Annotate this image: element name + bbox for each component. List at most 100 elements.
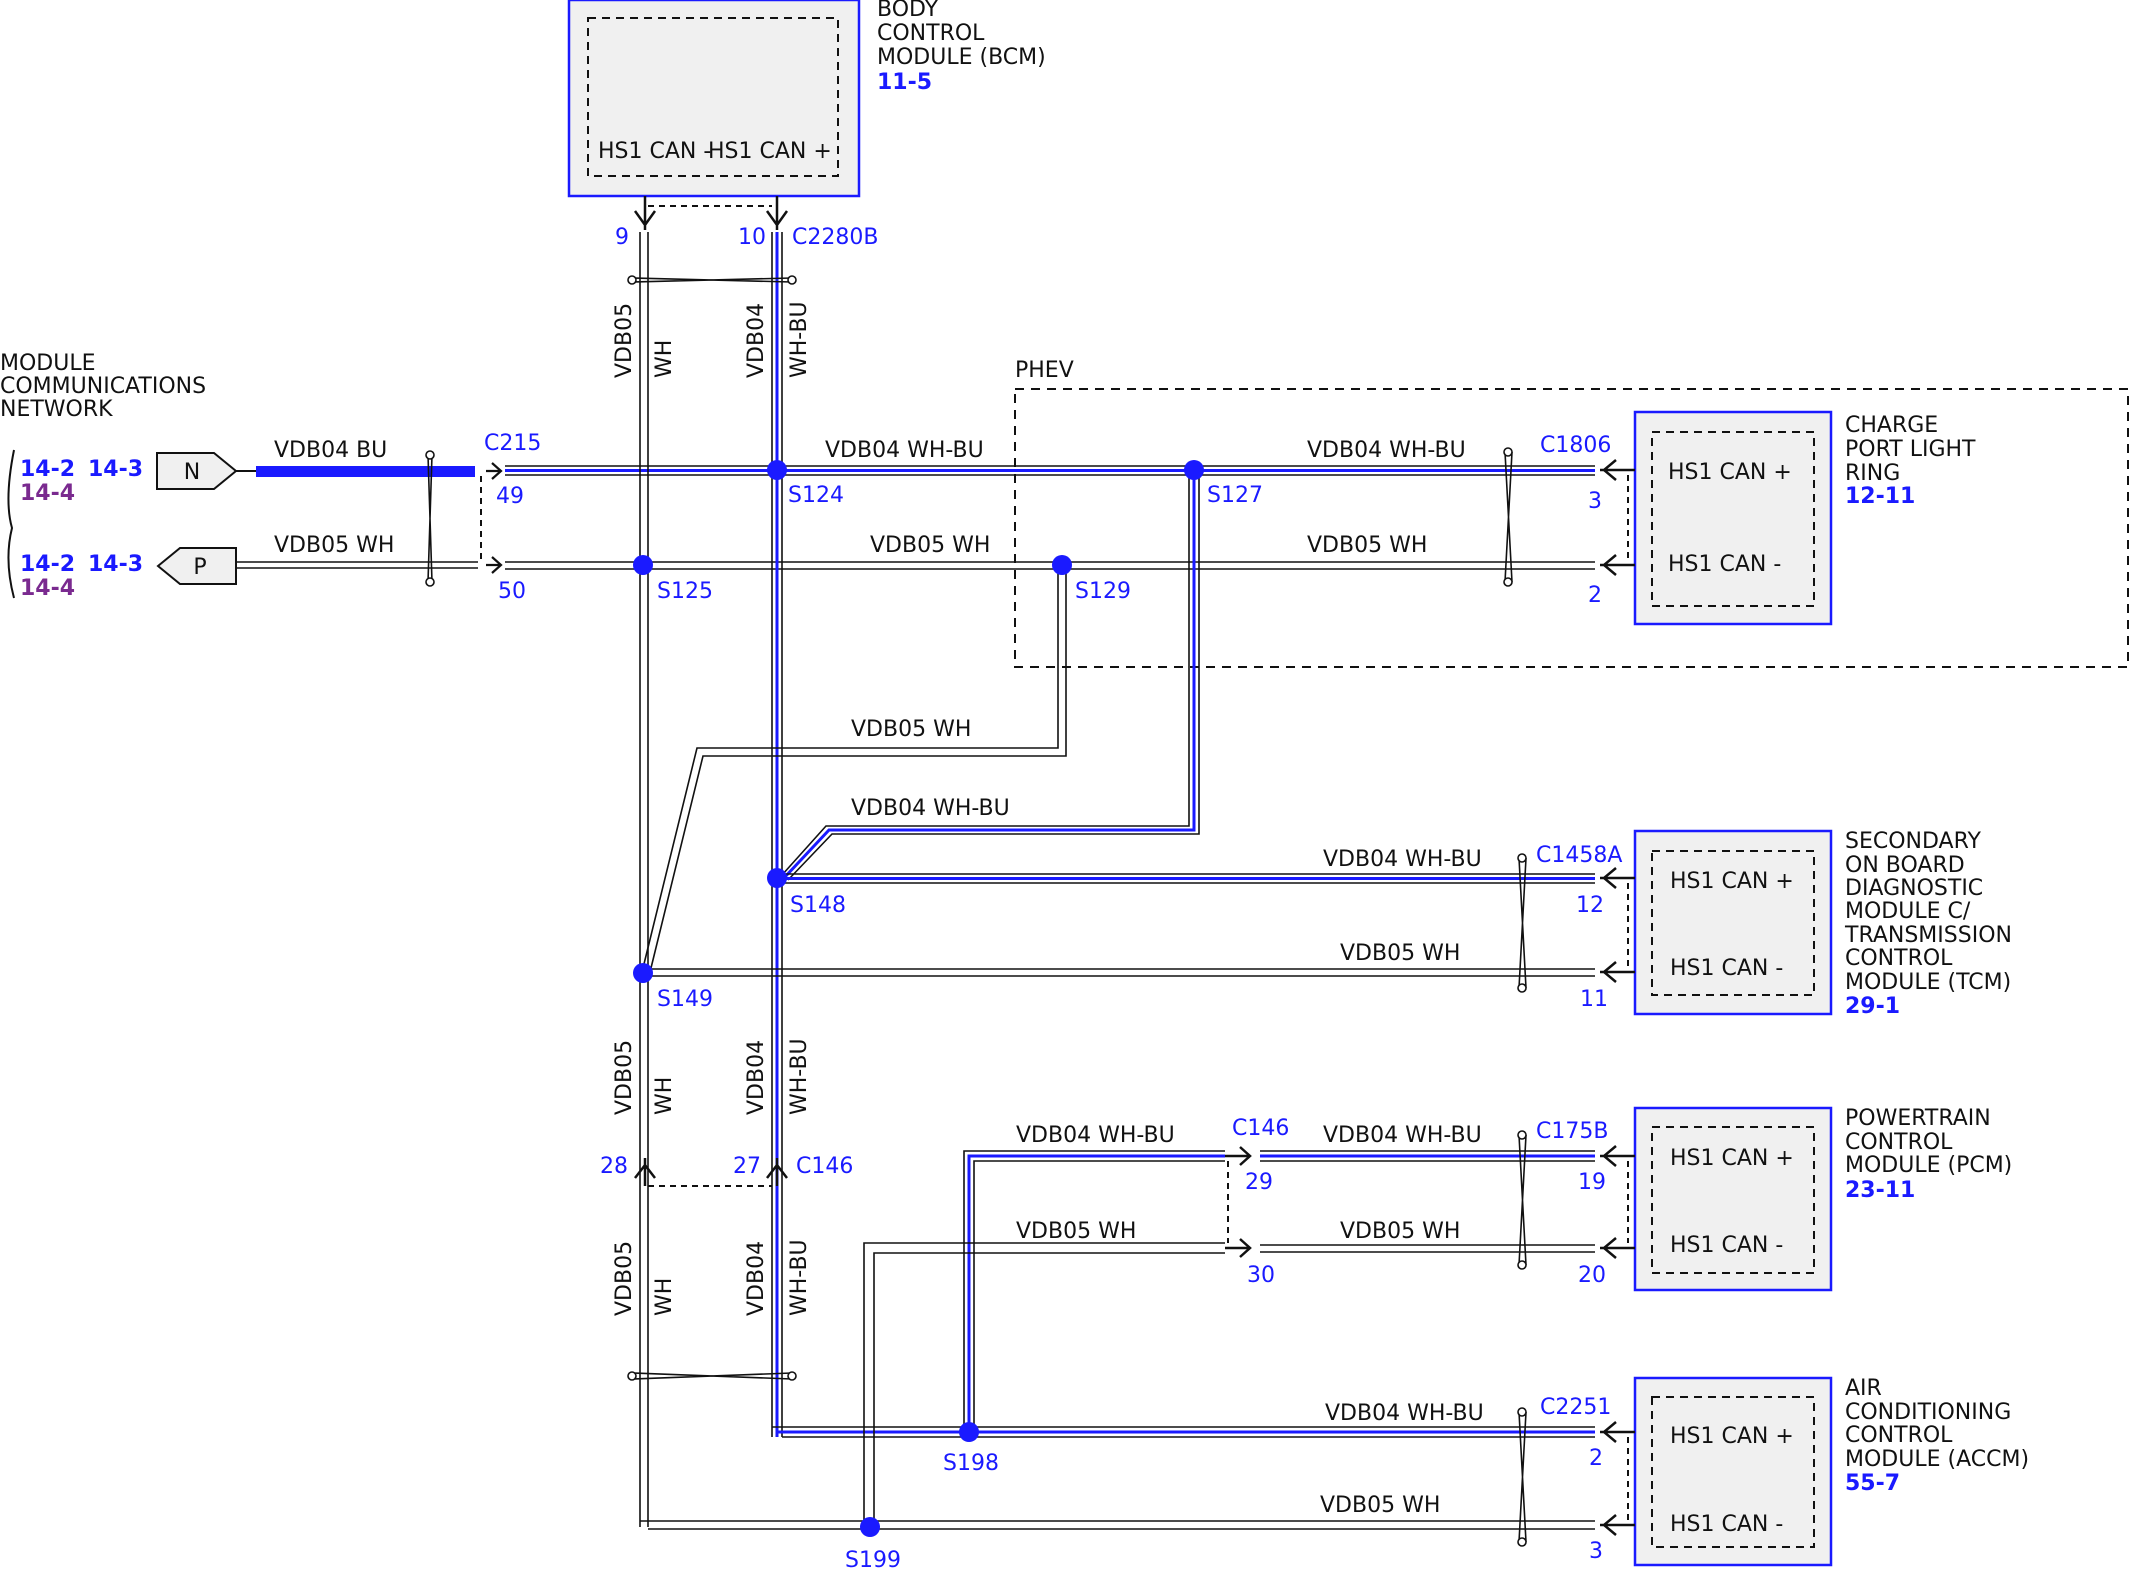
tcm-module[interactable]: HS1 CAN + HS1 CAN -: [1633, 829, 1833, 1016]
accm-name-1: AIR: [1845, 1376, 1882, 1401]
network-ref-c-top[interactable]: 14-4: [20, 481, 75, 506]
tag-n: N: [156, 452, 238, 490]
label-wh-3: VDB05 WH: [851, 717, 971, 742]
splice-s149-dot[interactable]: [633, 963, 653, 983]
wire-vdb04-whbu-accm[interactable]: [772, 1426, 1595, 1438]
network-ref-c-bottom[interactable]: 14-4: [20, 576, 75, 601]
wire-vdb05-wh-tcm[interactable]: [645, 968, 1595, 977]
cplr-pin-plus: HS1 CAN +: [1668, 460, 1792, 485]
splice-s127-dot[interactable]: [1184, 460, 1204, 480]
label-wh-7: VDB05 WH: [1320, 1493, 1440, 1518]
pcm-name-3: MODULE (PCM): [1845, 1153, 2012, 1178]
network-ref-a-top[interactable]: 14-2: [20, 457, 75, 482]
wire-vdb04-whbu-tcm[interactable]: [777, 873, 1595, 884]
splice-s125-label: S125: [657, 579, 713, 604]
pcm-pin-minus: HS1 CAN -: [1670, 1233, 1783, 1258]
twist-lower: [631, 1372, 793, 1380]
network-ref-b-top[interactable]: 14-3: [88, 457, 143, 482]
accm-pin-minus: HS1 CAN -: [1670, 1512, 1783, 1537]
vlabel-vdb05-mid: VDB05: [612, 1040, 637, 1115]
pin-accm-2: 2: [1589, 1446, 1603, 1471]
pin-49: 49: [496, 484, 524, 509]
bcm-name-3: MODULE (BCM): [877, 45, 1046, 70]
tcm-name-1: SECONDARY: [1845, 829, 1981, 854]
vlabel-whbu-top: WH-BU: [787, 301, 812, 378]
tcm-name-6: CONTROL: [1845, 946, 1953, 971]
vlabel-vdb04-top: VDB04: [744, 303, 769, 378]
tcm-name-5: TRANSMISSION: [1844, 923, 2012, 948]
network-brace: [7, 449, 15, 599]
connector-c1806: C1806: [1540, 433, 1611, 458]
accm-ref[interactable]: 55-7: [1845, 1471, 1900, 1496]
tag-n-label: N: [184, 460, 200, 485]
tag-p: P: [156, 547, 237, 585]
cplr-name-3: RING: [1845, 461, 1900, 486]
c2280b-pin10-arrow: [765, 196, 789, 230]
accm-module[interactable]: HS1 CAN + HS1 CAN -: [1633, 1376, 1833, 1567]
label-wh-1: VDB05 WH: [870, 533, 990, 558]
wire-vdb05-wh-vertical[interactable]: [639, 232, 649, 1527]
splice-s124-label: S124: [788, 483, 844, 508]
c2280b-pin9-arrow: [633, 196, 657, 230]
wire-vdb05-wh-left[interactable]: [236, 561, 478, 569]
splice-s199-dot[interactable]: [860, 1517, 880, 1537]
label-wh-6: VDB05 WH: [1340, 1219, 1460, 1244]
label-whbu-5: VDB04 WH-BU: [1016, 1123, 1175, 1148]
twist-c215: [427, 454, 433, 583]
label-vdb05-wh-left: VDB05 WH: [274, 533, 394, 558]
pcm-ref[interactable]: 23-11: [1845, 1178, 1915, 1203]
twist-accm: [1517, 1407, 1527, 1547]
tcm-name-3: DIAGNOSTIC: [1845, 876, 1983, 901]
bcm-ref[interactable]: 11-5: [877, 70, 932, 95]
pcm-name-2: CONTROL: [1845, 1130, 1953, 1155]
tcm-name-4: MODULE C/: [1845, 899, 1971, 924]
pcm-module[interactable]: HS1 CAN + HS1 CAN -: [1633, 1106, 1833, 1292]
connector-c1458a: C1458A: [1536, 843, 1622, 868]
splice-s199-label: S199: [845, 1548, 901, 1569]
charge-port-module[interactable]: HS1 CAN + HS1 CAN -: [1633, 410, 1833, 626]
pin-9: 9: [615, 225, 629, 250]
pin-30: 30: [1247, 1263, 1275, 1288]
cplr-name-1: CHARGE: [1845, 413, 1938, 438]
wire-vdb04-whbu-vertical[interactable]: [771, 232, 783, 1437]
pin-cplr-3: 3: [1588, 489, 1602, 514]
wire-vdb05-wh-pcm[interactable]: [863, 1242, 1595, 1525]
pcm-name-1: POWERTRAIN: [1845, 1106, 1991, 1131]
splice-s148-dot[interactable]: [767, 868, 787, 888]
vlabel-whbu-mid: WH-BU: [787, 1038, 812, 1115]
wire-vdb04-bu[interactable]: [256, 466, 475, 477]
cplr-pin-minus: HS1 CAN -: [1668, 552, 1781, 577]
bcm-module[interactable]: HS1 CAN - HS1 CAN +: [567, 0, 861, 198]
network-name-2: COMMUNICATIONS: [0, 374, 206, 399]
wire-vdb05-wh-trunk[interactable]: [505, 561, 1595, 570]
pin-27: 27: [733, 1154, 761, 1179]
splice-s148-label: S148: [790, 893, 846, 918]
splice-s198-dot[interactable]: [959, 1422, 979, 1442]
pcm-pin-plus: HS1 CAN +: [1670, 1146, 1794, 1171]
splice-s125-dot[interactable]: [633, 555, 653, 575]
network-name-1: MODULE: [0, 351, 96, 376]
network-ref-b-bottom[interactable]: 14-3: [88, 552, 143, 577]
tag-p-label: P: [193, 555, 206, 580]
wire-vdb04-whbu-trunk[interactable]: [505, 465, 1595, 476]
label-vdb04-bu: VDB04 BU: [274, 438, 387, 463]
c146-pin29-arrow: [1225, 1146, 1252, 1166]
splice-s124-dot[interactable]: [767, 460, 787, 480]
cplr-ref[interactable]: 12-11: [1845, 484, 1915, 509]
pin-tcm-12: 12: [1576, 893, 1604, 918]
wire-vdb04-whbu-s127-s148[interactable]: [781, 470, 1200, 881]
vlabel-wh-mid: WH: [652, 1077, 677, 1115]
wire-vdb04-whbu-pcm[interactable]: [963, 1150, 1595, 1432]
tcm-ref[interactable]: 29-1: [1845, 994, 1900, 1019]
pin-cplr-2: 2: [1588, 583, 1602, 608]
c215-pin49-arrow: [486, 462, 503, 480]
connector-c146-right: C146: [1232, 1116, 1289, 1141]
network-ref-a-bottom[interactable]: 14-2: [20, 552, 75, 577]
wire-vdb05-wh-s129-s149[interactable]: [642, 565, 1067, 969]
label-whbu-7: VDB04 WH-BU: [1325, 1401, 1484, 1426]
bcm-name-2: CONTROL: [877, 21, 985, 46]
accm-name-3: CONTROL: [1845, 1423, 1953, 1448]
wire-vdb05-wh-accm[interactable]: [640, 1520, 1595, 1530]
splice-s129-dot[interactable]: [1052, 555, 1072, 575]
